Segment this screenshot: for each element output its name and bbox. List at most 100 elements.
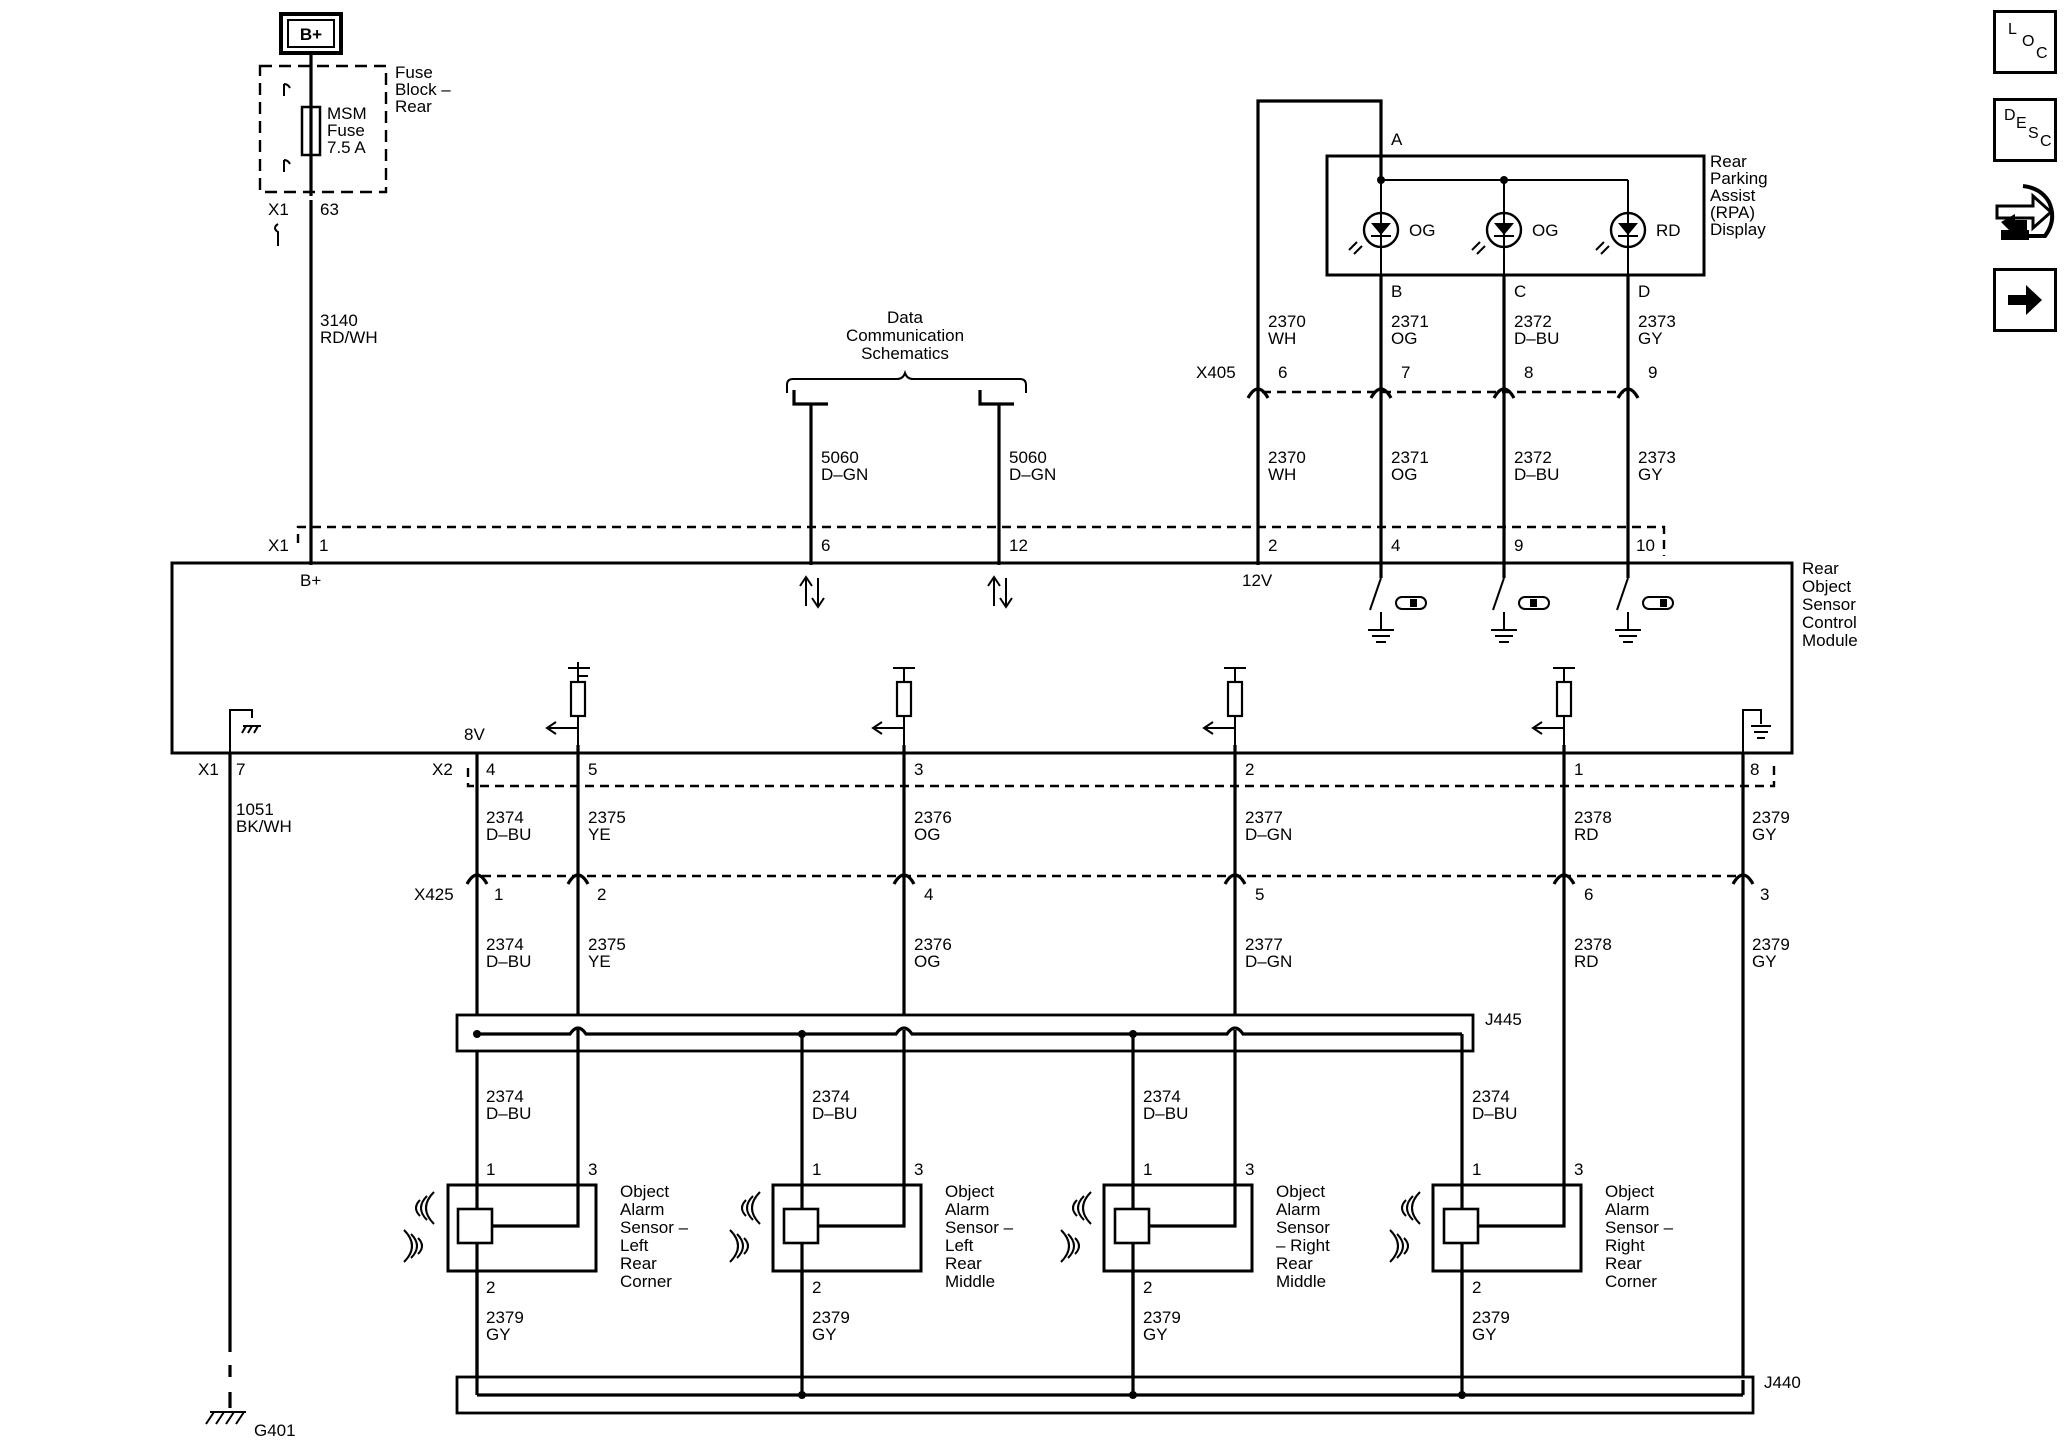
svg-text:2376: 2376 — [914, 808, 952, 827]
sensor-transmit-icon — [1389, 1229, 1409, 1263]
svg-text:Communication: Communication — [846, 326, 964, 345]
right-arrow-icon — [2008, 285, 2042, 315]
svg-text:6: 6 — [1584, 885, 1593, 904]
circuit-3140-number: 3140 — [320, 311, 358, 330]
display-name-2: Parking — [1710, 169, 1768, 188]
svg-text:2377: 2377 — [1245, 935, 1283, 954]
next-button[interactable] — [1993, 268, 2057, 332]
svg-text:GY: GY — [486, 1325, 511, 1344]
svg-text:WH: WH — [1268, 329, 1296, 348]
led2-color: OG — [1532, 221, 1558, 240]
svg-text:Alarm: Alarm — [945, 1200, 989, 1219]
svg-text:2373: 2373 — [1638, 312, 1676, 331]
connector-x405: X405 6 7 8 9 — [1196, 363, 1657, 399]
svg-text:Object: Object — [1276, 1182, 1325, 1201]
ground-g401-icon — [205, 1411, 246, 1425]
svg-text:2375: 2375 — [588, 935, 626, 954]
svg-text:D–BU: D–BU — [812, 1104, 857, 1123]
svg-text:2376: 2376 — [914, 935, 952, 954]
svg-text:GY: GY — [1143, 1325, 1168, 1344]
circuit-5060-color-b: D–GN — [1009, 465, 1056, 484]
svg-text:2371: 2371 — [1391, 448, 1429, 467]
rpa-display: A OG OG RD — [1256, 99, 1768, 565]
svg-text:2: 2 — [486, 1278, 495, 1297]
svg-text:2379: 2379 — [1472, 1308, 1510, 1327]
svg-text:RD: RD — [1574, 825, 1599, 844]
display-name-5: Display — [1710, 220, 1766, 239]
svg-text:Left: Left — [620, 1236, 649, 1255]
svg-text:2371: 2371 — [1391, 312, 1429, 331]
svg-text:D–BU: D–BU — [486, 1104, 531, 1123]
svg-text:3: 3 — [1574, 1160, 1583, 1179]
svg-text:Right: Right — [1605, 1236, 1645, 1255]
rear-object-sensor-control-module: Rear Object Sensor Control Module B+ 12V… — [170, 559, 1858, 755]
splice-j445: J445 — [455, 1010, 1522, 1053]
svg-text:YE: YE — [588, 825, 611, 844]
svg-text:Schematics: Schematics — [861, 344, 949, 363]
fuse-connector-symbol — [274, 223, 279, 246]
svg-text:Control: Control — [1802, 613, 1857, 632]
sensor-right-rear-corner: 1 3 2 Object Alarm Sensor – Right Rear C… — [1389, 1160, 1674, 1297]
connector-x2: X2 4 5 3 2 1 8 — [432, 760, 1776, 788]
fuse-block: Fuse Block – Rear MSM Fuse 7.5 A — [258, 63, 451, 196]
swap-arrows-icon[interactable] — [1993, 178, 2063, 250]
svg-text:X425: X425 — [414, 885, 454, 904]
svg-text:2: 2 — [1472, 1278, 1481, 1297]
svg-text:2374: 2374 — [1472, 1087, 1510, 1106]
circuit-5060-number-b: 5060 — [1009, 448, 1047, 467]
svg-text:2374: 2374 — [812, 1087, 850, 1106]
switch-to-ground-icon — [1615, 565, 1674, 643]
svg-text:2: 2 — [812, 1278, 821, 1297]
svg-text:GY: GY — [1638, 329, 1663, 348]
sensor-receive-icon — [741, 1191, 761, 1225]
svg-text:2374: 2374 — [486, 1087, 524, 1106]
svg-text:D–GN: D–GN — [1245, 825, 1292, 844]
svg-text:X2: X2 — [432, 760, 453, 779]
svg-text:2: 2 — [1268, 536, 1277, 555]
svg-text:3: 3 — [1760, 885, 1769, 904]
circuit-5060-color-a: D–GN — [821, 465, 868, 484]
svg-text:2378: 2378 — [1574, 808, 1612, 827]
svg-text:Corner: Corner — [1605, 1272, 1657, 1291]
display-pin-a: A — [1391, 130, 1403, 149]
svg-text:D–BU: D–BU — [1514, 465, 1559, 484]
connector-x1-top: X1 1 6 12 2 4 9 10 — [268, 525, 1666, 556]
svg-text:1: 1 — [494, 885, 503, 904]
svg-text:D–BU: D–BU — [486, 952, 531, 971]
circuit-3140-color: RD/WH — [320, 328, 378, 347]
svg-text:Rear: Rear — [945, 1254, 982, 1273]
svg-text:Alarm: Alarm — [620, 1200, 664, 1219]
svg-text:Sensor –: Sensor – — [945, 1218, 1014, 1237]
switch-to-ground-icon — [1491, 565, 1550, 643]
sensor-transmit-icon — [729, 1229, 749, 1263]
svg-text:7: 7 — [1401, 363, 1410, 382]
led3-color: RD — [1656, 221, 1681, 240]
svg-text:GY: GY — [1638, 465, 1663, 484]
location-button[interactable]: L O C — [1993, 10, 2057, 74]
svg-text:YE: YE — [588, 952, 611, 971]
svg-text:2379: 2379 — [1143, 1308, 1181, 1327]
svg-text:Rear: Rear — [1605, 1254, 1642, 1273]
svg-text:WH: WH — [1268, 465, 1296, 484]
svg-text:Sensor –: Sensor – — [620, 1218, 689, 1237]
data-communication-ref: Data Communication Schematics — [786, 308, 1027, 406]
svg-text:2379: 2379 — [1752, 935, 1790, 954]
circuit-1051-color: BK/WH — [236, 817, 292, 836]
sensor-right-rear-middle: 1 3 2 Object Alarm Sensor – Right Rear M… — [1060, 1160, 1330, 1297]
svg-text:5: 5 — [588, 760, 597, 779]
svg-text:Rear: Rear — [1276, 1254, 1313, 1273]
svg-text:2378: 2378 — [1574, 935, 1612, 954]
description-button[interactable]: D E S C — [1993, 98, 2057, 162]
svg-text:D–BU: D–BU — [1514, 329, 1559, 348]
circuit-5060-number-a: 5060 — [821, 448, 859, 467]
svg-text:2373: 2373 — [1638, 448, 1676, 467]
svg-text:2370: 2370 — [1268, 312, 1306, 331]
svg-text:1: 1 — [319, 536, 328, 555]
power-source-label: B+ — [300, 25, 322, 44]
svg-text:Sensor: Sensor — [1802, 595, 1856, 614]
data-arrows-icon — [987, 575, 1013, 609]
power-source: B+ — [279, 12, 343, 55]
svg-text:2374: 2374 — [1143, 1087, 1181, 1106]
switch-to-ground-icon — [1368, 565, 1427, 643]
